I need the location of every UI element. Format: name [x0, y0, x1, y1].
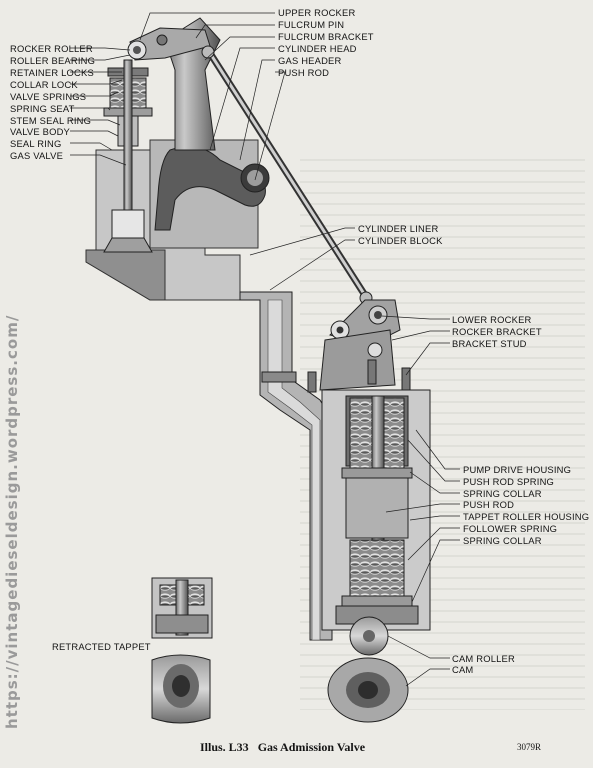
label-retracted-tappet: RETRACTED TAPPET [52, 641, 151, 652]
label-gas-valve: GAS VALVE [10, 150, 64, 161]
label-bracket-stud: BRACKET STUD [452, 338, 527, 349]
label-cylinder-liner: CYLINDER LINER [358, 223, 439, 234]
label-gas-header: GAS HEADER [278, 55, 342, 66]
cylinder-block [239, 291, 333, 641]
label-cylinder-block: CYLINDER BLOCK [358, 235, 443, 246]
upper-rocker [127, 27, 211, 61]
label-rocker-roller: ROCKER ROLLER [10, 43, 93, 54]
label-roller-bearing: ROLLER BEARING [10, 55, 96, 66]
label-valve-springs: VALVE SPRINGS [10, 91, 87, 102]
label-upper-rocker: UPPER ROCKER [278, 7, 356, 18]
pump-drive-housing [321, 389, 431, 631]
label-fulcrum-pin: FULCRUM PIN [278, 19, 345, 30]
watermark-url: https://vintagedieseldesign.wordpress.co… [3, 314, 21, 729]
cam-roller [349, 616, 389, 656]
figure-reference-code: 3079R [517, 742, 542, 752]
label-push-rod-spring: PUSH ROD SPRING [463, 476, 555, 487]
label-collar-lock: COLLAR LOCK [10, 79, 78, 90]
label-push-rod-top: PUSH ROD [278, 67, 330, 78]
cam [327, 657, 409, 723]
leader-lines [70, 12, 460, 687]
label-valve-body: VALVE BODY [10, 126, 71, 137]
label-cam-roller: CAM ROLLER [452, 653, 515, 664]
label-cylinder-head: CYLINDER HEAD [278, 43, 357, 54]
label-push-rod-lower: PUSH ROD [463, 499, 515, 510]
push-rod [201, 45, 373, 305]
retracted-tappet-inset [151, 577, 213, 724]
label-cam: CAM [452, 664, 474, 675]
label-fulcrum-bracket: FULCRUM BRACKET [278, 31, 374, 42]
caption-title: Gas Admission Valve [257, 740, 366, 754]
label-seal-ring: SEAL RING [10, 138, 62, 149]
label-retainer-locks: RETAINER LOCKS [10, 67, 94, 78]
label-pump-drive-housing: PUMP DRIVE HOUSING [463, 464, 572, 475]
label-spring-collar-lower: SPRING COLLAR [463, 535, 542, 546]
cylinder-head [85, 139, 270, 301]
label-stem-seal-ring: STEM SEAL RING [10, 115, 92, 126]
lower-rocker [307, 299, 411, 393]
label-tappet-roller-housing: TAPPET ROLLER HOUSING [463, 511, 590, 522]
label-rocker-bracket: ROCKER BRACKET [452, 326, 542, 337]
label-lower-rocker: LOWER ROCKER [452, 314, 532, 325]
label-spring-seat: SPRING SEAT [10, 103, 75, 114]
label-follower-spring: FOLLOWER SPRING [463, 523, 558, 534]
caption-number: Illus. L33 [200, 740, 249, 754]
label-spring-collar-upper: SPRING COLLAR [463, 488, 542, 499]
figure-caption: Illus. L33 Gas Admission Valve [200, 740, 365, 755]
